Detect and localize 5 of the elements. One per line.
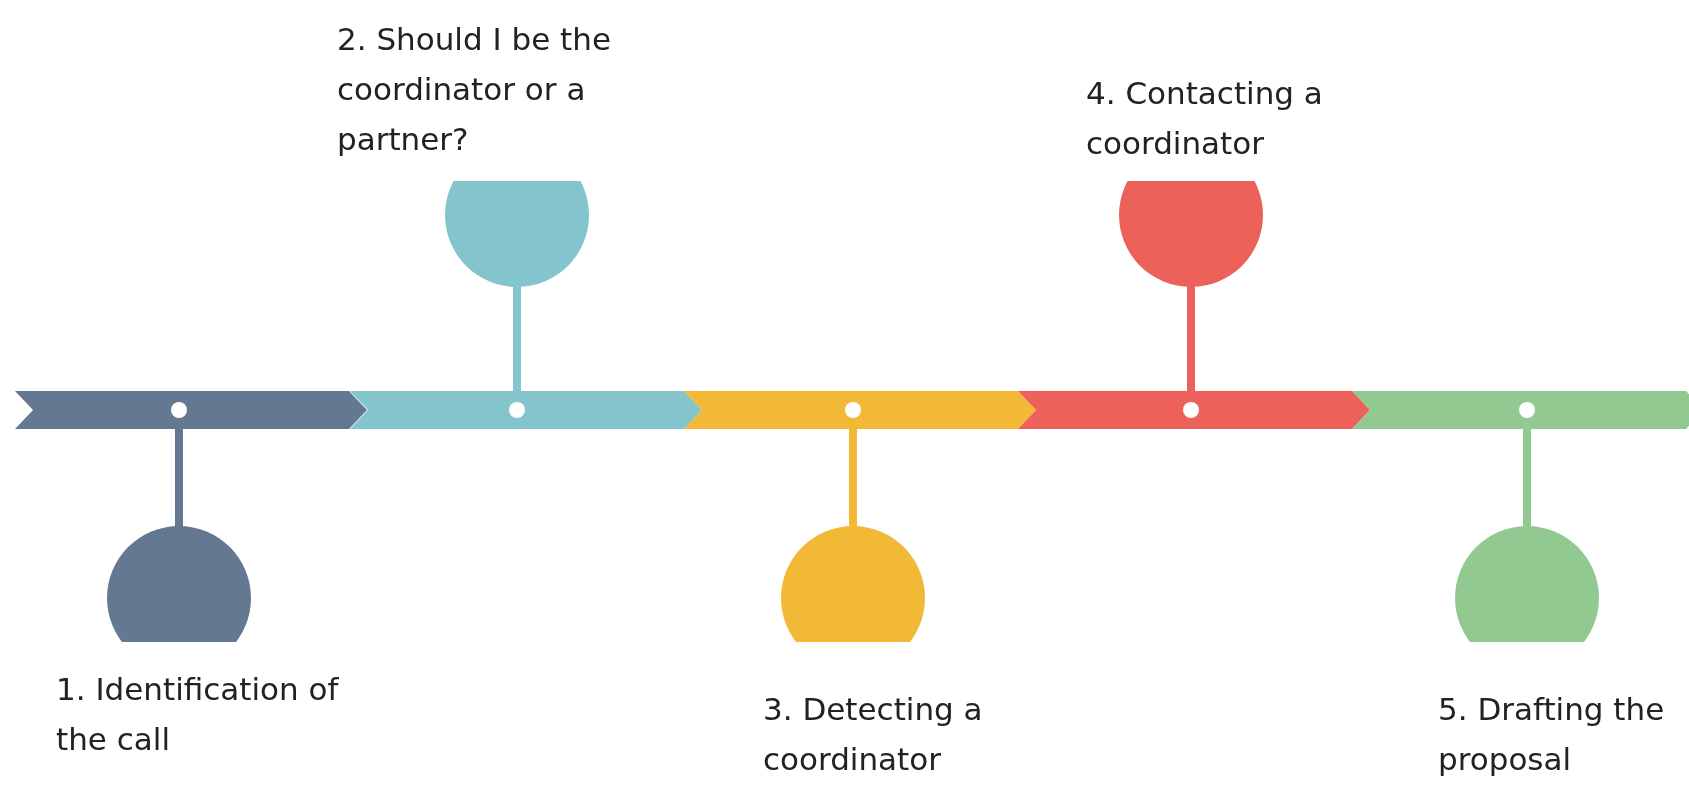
step-label: 4. Contacting a coordinator	[1086, 74, 1324, 163]
step-label: 5. Drafting the proposal	[1438, 690, 1666, 779]
step-label: 2. Should I be the coordinator or a partner?	[337, 20, 612, 159]
step-label: 3. Detecting a coordinator	[763, 690, 984, 779]
step-label: 1. Identification of the call	[56, 670, 340, 759]
